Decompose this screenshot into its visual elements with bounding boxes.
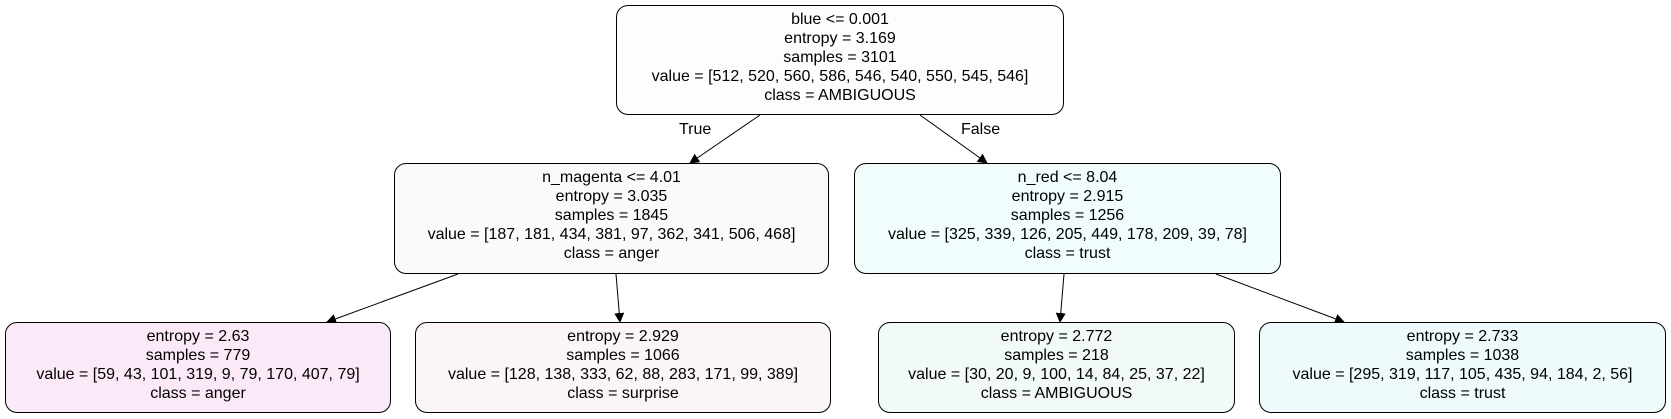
node-class: class = trust xyxy=(1419,385,1506,402)
node-split: n_magenta <= 4.01 xyxy=(542,169,681,186)
node-entropy: entropy = 2.915 xyxy=(1011,188,1124,205)
tree-node-left: n_magenta <= 4.01 entropy = 3.035 sample… xyxy=(394,163,829,274)
edge-left-ll xyxy=(326,273,459,324)
node-samples: samples = 1845 xyxy=(554,207,669,224)
edge-left-lr xyxy=(614,273,625,323)
edge-root-right xyxy=(919,114,988,164)
node-samples: samples = 3101 xyxy=(783,49,897,66)
tree-leaf-rr: entropy = 2.733 samples = 1038 value = [… xyxy=(1259,322,1666,413)
node-samples: samples = 1256 xyxy=(1010,207,1125,224)
edge-right-rl xyxy=(1055,273,1066,323)
node-entropy: entropy = 2.63 xyxy=(146,328,250,345)
node-value: value = [295, 319, 117, 105, 435, 94, 18… xyxy=(1292,366,1633,383)
tree-node-root: blue <= 0.001 entropy = 3.169 samples = … xyxy=(616,5,1064,115)
node-entropy: entropy = 3.169 xyxy=(784,30,896,47)
node-class: class = anger xyxy=(150,385,246,402)
node-class: class = AMBIGUOUS xyxy=(980,385,1133,402)
node-value: value = [512, 520, 560, 586, 546, 540, 5… xyxy=(651,68,1029,85)
node-entropy: entropy = 2.772 xyxy=(1000,328,1113,345)
node-value: value = [30, 20, 9, 100, 14, 84, 25, 37,… xyxy=(908,366,1205,383)
node-entropy: entropy = 2.929 xyxy=(567,328,679,345)
node-value: value = [128, 138, 333, 62, 88, 283, 171… xyxy=(447,366,799,383)
tree-leaf-ll: entropy = 2.63 samples = 779 value = [59… xyxy=(5,322,391,413)
node-samples: samples = 1066 xyxy=(566,347,680,364)
node-class: class = trust xyxy=(1024,245,1111,262)
tree-leaf-lr: entropy = 2.929 samples = 1066 value = [… xyxy=(415,322,831,413)
node-class: class = AMBIGUOUS xyxy=(764,87,916,104)
tree-leaf-rl: entropy = 2.772 samples = 218 value = [3… xyxy=(878,322,1235,413)
node-split: n_red <= 8.04 xyxy=(1017,169,1118,186)
tree-node-right: n_red <= 8.04 entropy = 2.915 samples = … xyxy=(854,163,1281,274)
node-samples: samples = 779 xyxy=(145,347,251,364)
node-samples: samples = 218 xyxy=(1004,347,1109,364)
node-value: value = [187, 181, 434, 381, 97, 362, 34… xyxy=(427,226,796,243)
node-samples: samples = 1038 xyxy=(1405,347,1520,364)
node-entropy: entropy = 2.733 xyxy=(1406,328,1519,345)
node-split: blue <= 0.001 xyxy=(791,11,889,28)
edge-label-false: False xyxy=(961,121,1001,138)
edge-right-rr xyxy=(1215,273,1345,324)
node-class: class = anger xyxy=(563,245,660,262)
edge-label-true: True xyxy=(679,121,712,138)
node-value: value = [59, 43, 101, 319, 9, 79, 170, 4… xyxy=(36,366,360,383)
node-entropy: entropy = 3.035 xyxy=(555,188,668,205)
node-value: value = [325, 339, 126, 205, 449, 178, 2… xyxy=(888,226,1247,243)
edge-root-left xyxy=(689,114,761,164)
node-class: class = surprise xyxy=(567,385,679,402)
